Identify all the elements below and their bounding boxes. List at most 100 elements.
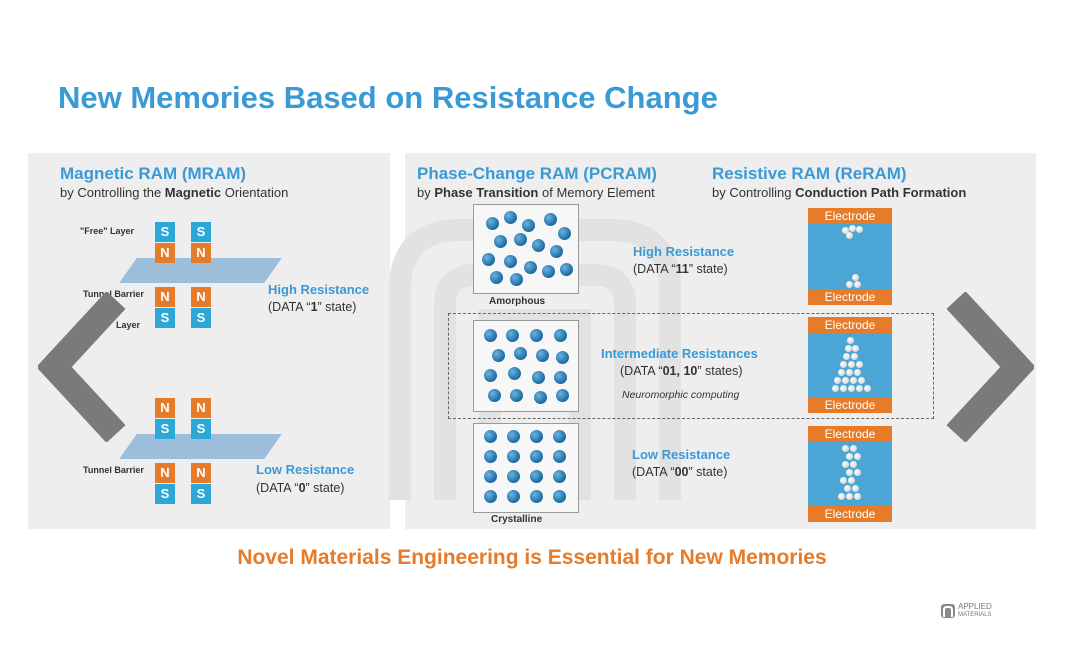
- s-block: S: [191, 308, 211, 328]
- reram-subtitle: by Controlling Conduction Path Formation: [712, 185, 967, 200]
- filament-dot: [838, 369, 845, 376]
- filament-dot: [852, 274, 859, 281]
- n-block: N: [155, 398, 175, 418]
- filament-dot: [842, 461, 849, 468]
- atom: [504, 255, 517, 268]
- filament-dot: [856, 226, 863, 233]
- atom: [484, 369, 497, 382]
- filament-dot: [832, 385, 839, 392]
- atom: [482, 253, 495, 266]
- electrode-bottom: Electrode: [808, 506, 892, 522]
- electrode-top: Electrode: [808, 208, 892, 224]
- filament-dot: [852, 345, 859, 352]
- filament-dot: [845, 345, 852, 352]
- filament-dot: [854, 281, 861, 288]
- pcram-title: Phase-Change RAM (PCRAM): [417, 164, 657, 183]
- filament-dot: [844, 485, 851, 492]
- filament-dot: [838, 493, 845, 500]
- filament-dot: [850, 445, 857, 452]
- n-block: N: [155, 243, 175, 263]
- atom: [558, 227, 571, 240]
- s-block: S: [155, 222, 175, 242]
- pcram-subtitle: by Phase Transition of Memory Element: [417, 185, 655, 200]
- amorphous-cell: [473, 204, 579, 294]
- filament-dot: [856, 385, 863, 392]
- atom: [507, 470, 520, 483]
- atom: [530, 470, 543, 483]
- filament-dot: [840, 477, 847, 484]
- logo-line1: APPLIED: [958, 602, 992, 611]
- footer-tagline: Novel Materials Engineering is Essential…: [237, 546, 827, 569]
- s-block: S: [155, 419, 175, 439]
- filament-dot: [848, 477, 855, 484]
- s-block: S: [191, 222, 211, 242]
- atom: [524, 261, 537, 274]
- filament-dot: [854, 369, 861, 376]
- atom: [507, 450, 520, 463]
- reram-title: Resistive RAM (ReRAM): [712, 164, 907, 183]
- filament-dot: [854, 453, 861, 460]
- filament-dot: [834, 377, 841, 384]
- mram-low-data: (DATA “0” state): [256, 481, 345, 495]
- filament-dot: [851, 353, 858, 360]
- atom: [530, 430, 543, 443]
- mram-high-resistance-label: High Resistance: [268, 282, 370, 297]
- filament-dot: [842, 445, 849, 452]
- atom: [486, 217, 499, 230]
- layer-label: Layer: [116, 320, 141, 330]
- atom: [514, 233, 527, 246]
- electrode-bottom: Electrode: [808, 289, 892, 305]
- atom: [532, 371, 545, 384]
- neuromorphic-note: Neuromorphic computing: [622, 389, 740, 401]
- atom: [554, 371, 567, 384]
- n-block: N: [191, 243, 211, 263]
- filament-dot: [849, 225, 856, 232]
- mram-title: Magnetic RAM (MRAM): [60, 164, 247, 183]
- free-layer-label: "Free" Layer: [80, 226, 135, 236]
- pcram-intermediate-data: (DATA “01, 10” states): [620, 364, 743, 378]
- filament-dot: [856, 361, 863, 368]
- filament-dot: [842, 377, 849, 384]
- filament-dot: [846, 469, 853, 476]
- atom: [534, 391, 547, 404]
- pcram-high-resistance-label: High Resistance: [633, 244, 735, 259]
- atom: [536, 349, 549, 362]
- applied-materials-logo-icon: [941, 604, 955, 618]
- tunnel-barrier-label-bottom: Tunnel Barrier: [83, 465, 144, 475]
- electrode-top: Electrode: [808, 317, 892, 333]
- atom: [510, 273, 523, 286]
- chevron-left-icon[interactable]: [38, 292, 128, 442]
- atom: [484, 430, 497, 443]
- reram-intermediate-cell: Electrode Electrode: [808, 317, 892, 413]
- filament-dot: [842, 227, 849, 234]
- atom: [560, 263, 573, 276]
- atom: [506, 329, 519, 342]
- amorphous-label: Amorphous: [489, 296, 546, 307]
- atom: [510, 389, 523, 402]
- electrode-top: Electrode: [808, 426, 892, 442]
- filament-dot: [843, 353, 850, 360]
- filament-dot: [848, 361, 855, 368]
- atom: [553, 430, 566, 443]
- n-block: N: [191, 463, 211, 483]
- atom: [553, 450, 566, 463]
- n-block: N: [155, 287, 175, 307]
- atom: [508, 367, 521, 380]
- intermediate-dashed-box: [448, 313, 934, 419]
- intermediate-cell: [473, 320, 579, 412]
- n-block: N: [155, 463, 175, 483]
- atom: [553, 490, 566, 503]
- filament-dot: [846, 453, 853, 460]
- filament-dot: [854, 493, 861, 500]
- atom: [553, 470, 566, 483]
- atom: [484, 470, 497, 483]
- atom: [484, 329, 497, 342]
- filament-dot: [846, 369, 853, 376]
- atom: [490, 271, 503, 284]
- chevron-right-icon[interactable]: [944, 292, 1034, 442]
- filament-dot: [840, 361, 847, 368]
- atom: [556, 389, 569, 402]
- crystalline-cell: [473, 423, 579, 513]
- n-block: N: [191, 398, 211, 418]
- pcram-low-resistance-label: Low Resistance: [632, 447, 731, 462]
